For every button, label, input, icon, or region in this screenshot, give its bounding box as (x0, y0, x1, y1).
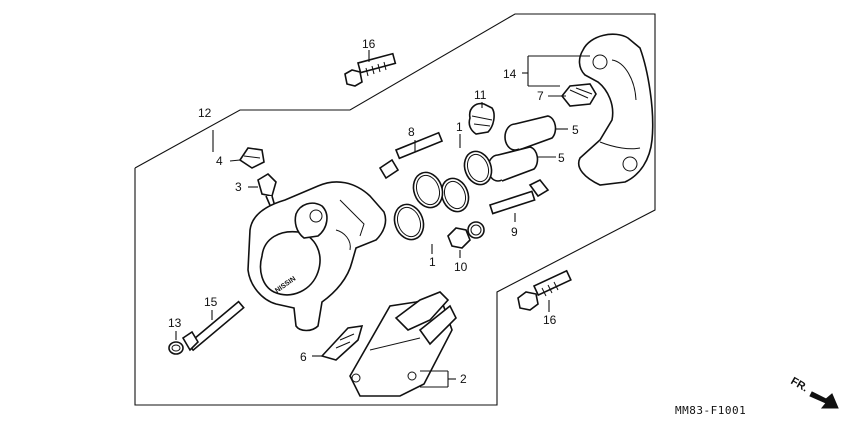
figure-code: MM83-F1001 (675, 404, 746, 417)
callout-13: 13 (168, 316, 182, 330)
callout-6: 6 (300, 350, 307, 364)
callout-1-upper: 1 (456, 120, 463, 134)
caliper-body: NISSIN (247, 181, 387, 332)
callout-5-upper: 5 (572, 123, 579, 137)
pad-pin-15 (181, 300, 245, 352)
callout-11: 11 (474, 88, 487, 102)
callout-12: 12 (198, 106, 212, 120)
callout-4: 4 (216, 154, 223, 168)
callout-15: 15 (204, 295, 218, 309)
front-direction-label: FR. (789, 375, 810, 394)
bolt-16-upper (344, 52, 397, 87)
callout-14: 14 (503, 67, 517, 81)
assembly-boundary (134, 13, 656, 406)
callout-9: 9 (511, 225, 518, 239)
bolt-16-lower (517, 269, 572, 311)
callout-2: 2 (460, 372, 467, 386)
piston-5-upper (504, 115, 557, 151)
front-direction-indicator: FR. (789, 375, 839, 409)
piston-seal-1-lower (393, 171, 444, 241)
pad-shim-6 (320, 325, 364, 361)
pin-9 (488, 178, 550, 215)
leader-4 (229, 159, 241, 162)
callout-16-upper: 16 (362, 37, 376, 51)
callout-3: 3 (235, 180, 242, 194)
caliper-bracket-14 (578, 33, 654, 186)
brake-pad-set-2 (349, 291, 457, 397)
piston-5-lower (487, 146, 539, 182)
callout-5-lower: 5 (558, 151, 565, 165)
front-arrow-icon (809, 391, 839, 409)
callout-16-lower: 16 (543, 313, 557, 327)
pin-clip-13 (168, 341, 184, 355)
pin-8 (378, 131, 444, 180)
callout-10: 10 (454, 260, 468, 274)
boot-11 (468, 102, 495, 135)
piston-seal-1-upper (440, 150, 493, 213)
callout-7: 7 (537, 89, 544, 103)
callout-1-lower: 1 (429, 255, 436, 269)
callout-8: 8 (408, 125, 415, 139)
pad-spring-clip-7 (560, 83, 597, 107)
bleeder-cap-4 (238, 147, 265, 169)
bolt-10 (447, 221, 485, 249)
